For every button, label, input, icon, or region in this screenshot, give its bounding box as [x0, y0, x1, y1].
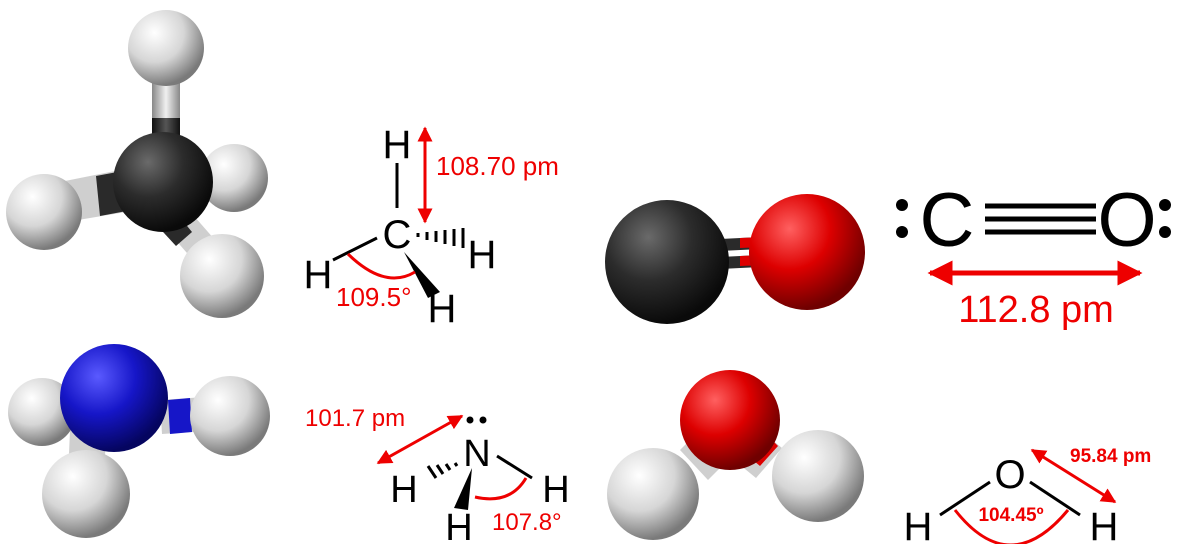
ammonia-hydrogen-sphere	[190, 376, 270, 456]
co-carbon-sphere	[605, 200, 729, 324]
lone-pair-dot	[1159, 226, 1171, 238]
lone-pair-dot	[896, 199, 908, 211]
methane-h-left-label: H	[304, 253, 333, 297]
water-bond-angle-label: 104.45º	[978, 505, 1043, 526]
methane-hydrogen-sphere	[6, 174, 82, 250]
lone-pair-dot	[896, 226, 908, 238]
methane-bond-angle-label: 109.5°	[336, 282, 411, 312]
carbon-monoxide-structure: C O 112.8 pm	[896, 178, 1171, 331]
water-structure: O H H 95.84 pm 104.45º	[904, 446, 1151, 544]
methane-h-top-label: H	[383, 123, 412, 167]
lone-pair-dot	[1159, 199, 1171, 211]
water-hydrogen-sphere	[607, 448, 699, 540]
ammonia-hydrogen-sphere	[8, 378, 76, 446]
methane-h-bottom-label: H	[428, 287, 457, 331]
water-3d-model	[607, 370, 864, 540]
water-h-left-label: H	[904, 505, 933, 544]
water-o-label: O	[994, 453, 1025, 497]
ammonia-h-right-label: H	[542, 469, 569, 511]
ammonia-bond-length-label: 101.7 pm	[305, 405, 405, 432]
co-c-label: C	[920, 178, 975, 263]
methane-hydrogen-sphere	[180, 234, 264, 318]
co-bond-length-label: 112.8 pm	[958, 289, 1114, 331]
methane-3d-model	[6, 10, 268, 318]
methane-c-label: C	[383, 213, 412, 257]
co-oxygen-sphere	[749, 194, 865, 310]
ammonia-h-left-label: H	[390, 469, 417, 511]
water-bond-length-label: 95.84 pm	[1070, 446, 1151, 467]
triple-bond	[985, 203, 1096, 235]
ammonia-n-label: N	[463, 433, 490, 475]
lone-pair-dot	[479, 416, 487, 424]
ammonia-bond-angle-label: 107.8°	[492, 509, 562, 536]
ammonia-3d-model	[8, 344, 270, 538]
ammonia-hydrogen-sphere	[42, 450, 130, 538]
water-hydrogen-sphere	[772, 430, 864, 522]
methane-h-right-label: H	[468, 233, 497, 277]
water-h-right-label: H	[1090, 505, 1119, 544]
lone-pair-dot	[466, 416, 474, 424]
methane-hydrogen-sphere	[128, 10, 204, 86]
methane-structure: H C H H H 108.70 pm 109.5°	[304, 123, 559, 331]
methane-hydrogen-sphere	[200, 144, 268, 212]
ammonia-h-bottom-label: H	[445, 507, 472, 544]
water-oxygen-sphere	[680, 370, 780, 470]
ammonia-nitrogen-sphere	[60, 344, 168, 452]
carbon-monoxide-3d-model	[605, 194, 865, 324]
methane-bond-length-label: 108.70 pm	[436, 151, 559, 181]
co-o-label: O	[1097, 178, 1156, 263]
methane-carbon-sphere	[113, 132, 213, 232]
ammonia-structure: N H H H 101.7 pm 107.8°	[305, 405, 570, 544]
